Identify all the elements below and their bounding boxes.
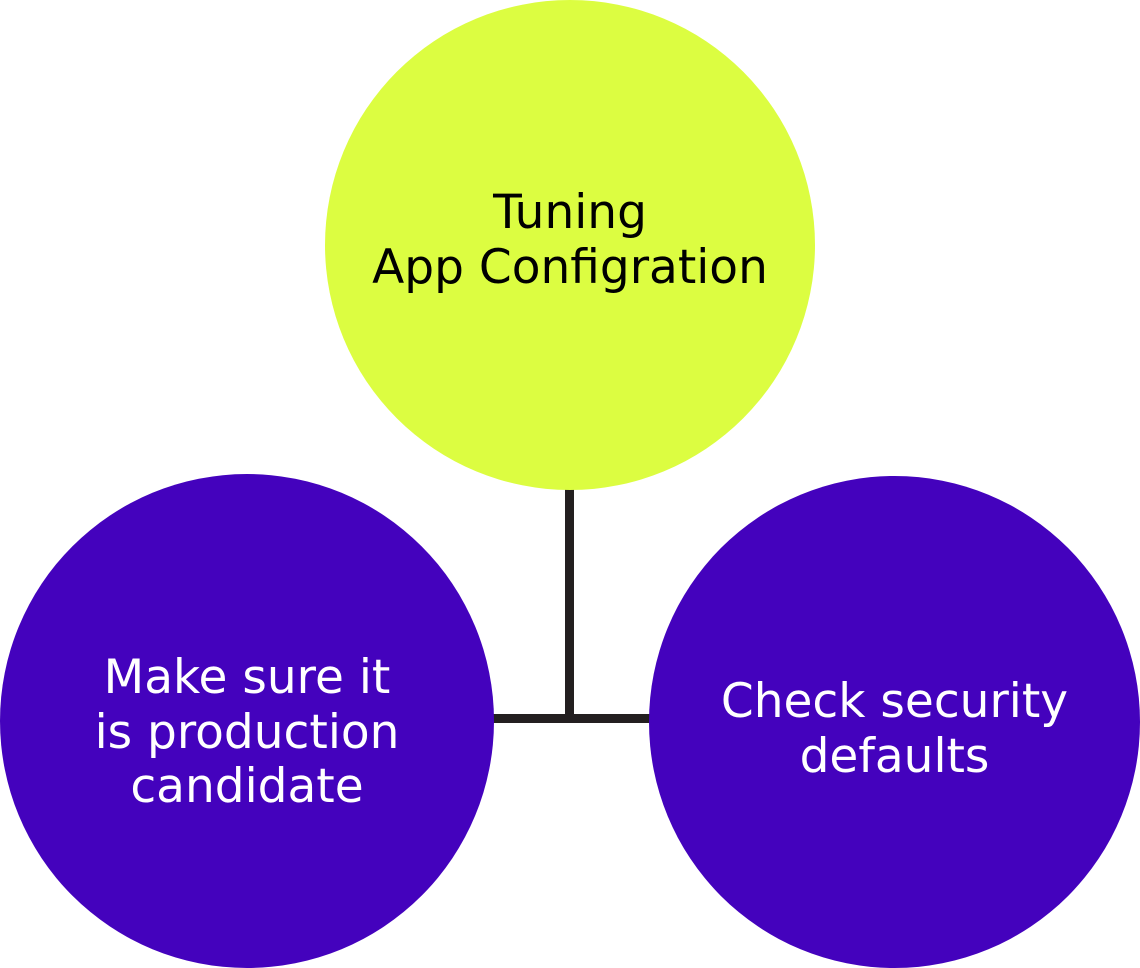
node-production-candidate: Make sure it is production candidate [0, 474, 494, 968]
node-label-line: Check security [720, 674, 1069, 730]
node-label-line: candidate [130, 759, 364, 815]
horizontal-connector [488, 714, 654, 723]
node-security-defaults: Check security defaults [649, 476, 1140, 968]
vertical-connector [565, 485, 574, 719]
node-label-line: defaults [799, 729, 990, 784]
node-label: Make sure it is production candidate [95, 650, 400, 815]
node-label-line: Tuning [493, 185, 647, 241]
node-tuning-app-configuration: Tuning App Configration [325, 0, 815, 490]
node-label-line: is production [94, 704, 400, 760]
node-label-line: Make sure it [103, 649, 391, 705]
node-label: Tuning App Configration [372, 185, 768, 295]
node-label: Check security defaults [721, 674, 1068, 784]
node-label-line: App Configration [372, 240, 768, 295]
